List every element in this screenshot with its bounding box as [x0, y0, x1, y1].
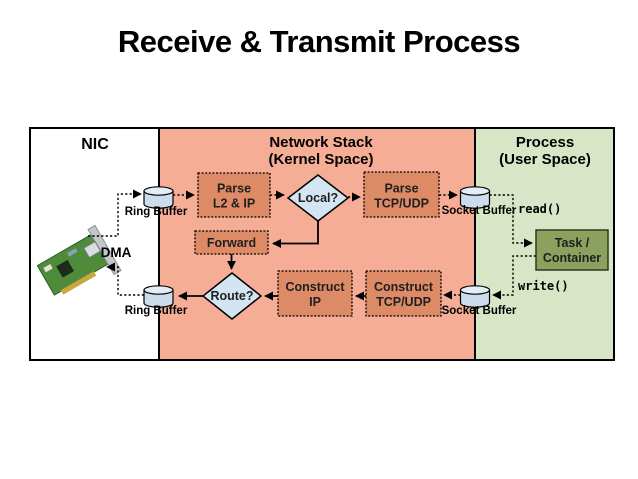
nic-card-chip [56, 259, 74, 278]
socket-buffer-top-body [459, 190, 491, 209]
page-title: Receive & Transmit Process [117, 24, 521, 59]
parse-l2-ip-box [197, 172, 271, 218]
nic-card-port [83, 240, 102, 259]
parse-tcp-udp-label-line2: TCP/UDP [374, 197, 429, 211]
route-decision-label: Route? [210, 289, 253, 303]
nic-card-component [43, 264, 53, 273]
route-decision-diamond [201, 272, 263, 320]
socket-buffer-bottom-label: Socket Buffer [442, 305, 517, 317]
parse-tcp-udp-label-line1: Parse [384, 182, 418, 196]
ring-buffer-top-body [143, 190, 174, 209]
user-section-title-line2: (User Space) [499, 151, 591, 168]
read-call-label: read() [518, 202, 561, 216]
write-call-label: write() [518, 279, 569, 293]
parse-tcp-udp-box [363, 171, 440, 218]
construct-tcp-udp-box [365, 270, 442, 317]
socket-buffer-top-cylinder [459, 186, 491, 209]
socket-buffer-top-lid [459, 186, 491, 196]
ring-buffer-bottom-label: Ring Buffer [125, 305, 188, 317]
nic-card-component [67, 248, 78, 257]
user-section-title-line1: Process [516, 134, 574, 151]
nic-card-image [36, 224, 122, 296]
forward-box [194, 230, 269, 255]
parse-l2-ip-label-line1: Parse [217, 182, 251, 196]
nic-section-title: NIC [81, 136, 109, 153]
local-decision-label: Local? [298, 191, 338, 205]
parse-l2-ip-label-line2: L2 & IP [213, 197, 255, 211]
nic-card-edge-connector [60, 271, 97, 295]
ring-buffer-top-lid [143, 186, 174, 196]
ring-buffer-bottom-cylinder [143, 285, 174, 308]
task-container-label-line2: Container [543, 251, 601, 265]
socket-buffer-bottom-body [459, 289, 491, 308]
construct-tcp-udp-label-line1: Construct [374, 280, 434, 294]
socket-buffer-top-label: Socket Buffer [442, 205, 517, 217]
dma-label: DMA [101, 245, 132, 260]
task-container-label-line1: Task / [555, 236, 590, 250]
construct-tcp-udp-label-line2: TCP/UDP [376, 295, 431, 309]
arrow-ring-buffer-bottom-to-nic [106, 262, 144, 296]
construct-ip-label-line1: Construct [285, 280, 345, 294]
solid-arrows [178, 221, 366, 301]
ring-buffer-bottom-lid [143, 285, 174, 295]
construct-ip-box [277, 270, 353, 317]
forward-label: Forward [207, 236, 256, 250]
arrow-task-to-socket-buffer-bottom-write [492, 255, 536, 300]
ring-buffer-top-label: Ring Buffer [125, 206, 188, 218]
kernel-section-title-line2: (Kernel Space) [268, 151, 373, 168]
socket-buffer-bottom-cylinder [459, 285, 491, 308]
construct-ip-label-line2: IP [309, 295, 321, 309]
ring-buffer-bottom-body [143, 289, 174, 308]
arrow-socket-buffer-top-to-task-read [489, 194, 533, 248]
local-decision-diamond [286, 174, 350, 222]
arrow-local-to-forward [272, 221, 319, 248]
ring-buffer-top-cylinder [143, 186, 174, 209]
socket-buffer-bottom-lid [459, 285, 491, 295]
task-container-box [535, 229, 609, 271]
dotted-arrows [88, 189, 536, 300]
arrow-nic-to-ring-buffer-top [88, 189, 142, 237]
kernel-section-title-line1: Network Stack [269, 134, 373, 151]
